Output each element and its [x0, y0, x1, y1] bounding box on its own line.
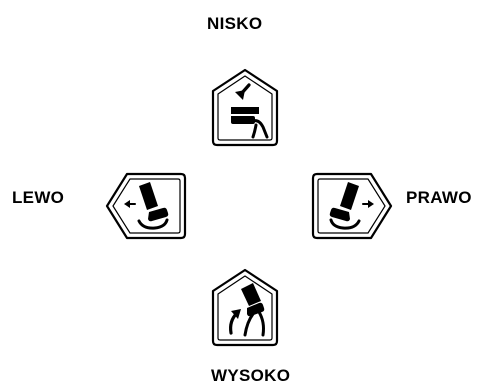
rotate-right-button[interactable]	[311, 171, 393, 241]
lower-button[interactable]	[209, 67, 281, 147]
raise-button[interactable]	[209, 267, 281, 347]
label-prawo: PRAWO	[406, 188, 472, 207]
label-lewo: LEWO	[12, 188, 65, 207]
label-wysoko: WYSOKO	[211, 366, 291, 385]
chair-raise-icon	[211, 268, 279, 347]
chair-lower-icon	[211, 68, 279, 147]
chair-rotate-left-icon	[105, 172, 187, 240]
chair-rotate-right-icon	[311, 172, 393, 240]
rotate-left-button[interactable]	[105, 171, 187, 241]
label-nisko: NISKO	[207, 14, 263, 33]
